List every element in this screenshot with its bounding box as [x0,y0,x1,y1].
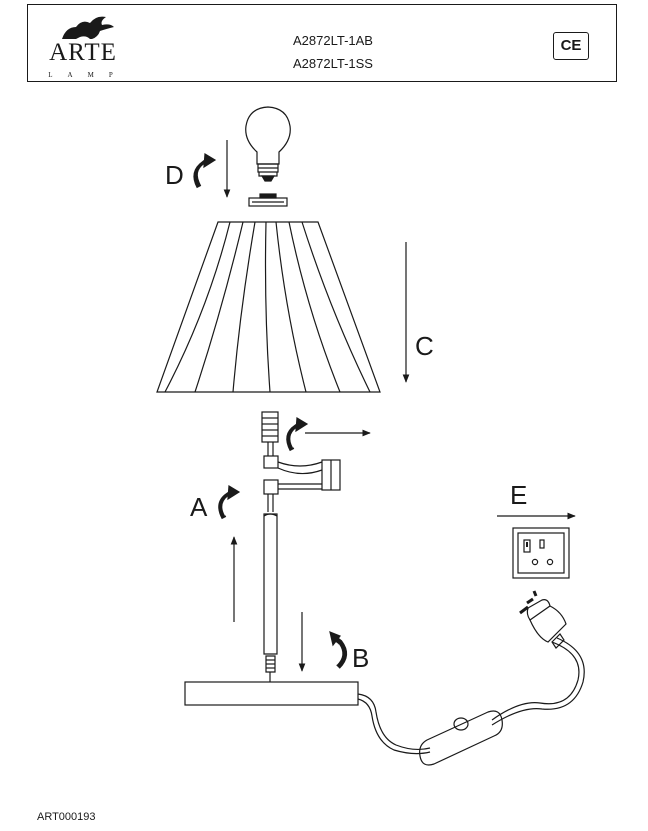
wall-socket-icon [512,527,570,579]
lamp-holder [261,411,279,469]
step-label-c: C [415,331,434,361]
document-code: ART000193 [37,811,96,823]
header-panel: ARTE LAMP A2872LT-1AB A2872LT-1SS CE [27,4,617,82]
model-number: A2872LT-1SS [293,56,373,71]
lamp-shade [156,221,381,393]
rotate-arrow-icon [329,631,347,669]
rotate-arrow-icon [193,152,217,189]
model-number: A2872LT-1AB [293,33,373,48]
griffin-logo-icon [62,16,114,39]
lamp-stem [263,494,278,682]
step-label-b: B [352,643,370,673]
power-cable [357,637,585,755]
brand-tagline: LAMP [48,71,128,79]
ce-mark-icon: CE [553,32,589,60]
plug-icon [519,590,567,649]
swing-arm [263,459,341,495]
light-bulb-icon [245,106,291,182]
rotate-arrow-icon [286,416,309,452]
lamp-base [184,681,359,706]
step-label-d: D [165,160,184,190]
step-label-a: A [190,492,208,522]
rotate-arrow-icon [218,484,241,520]
inline-switch-icon [419,710,503,766]
shade-ring [248,193,288,207]
brand-name: ARTE [49,39,117,66]
step-label-e: E [510,480,528,510]
model-list: A2872LT-1AB A2872LT-1SS [258,29,408,75]
